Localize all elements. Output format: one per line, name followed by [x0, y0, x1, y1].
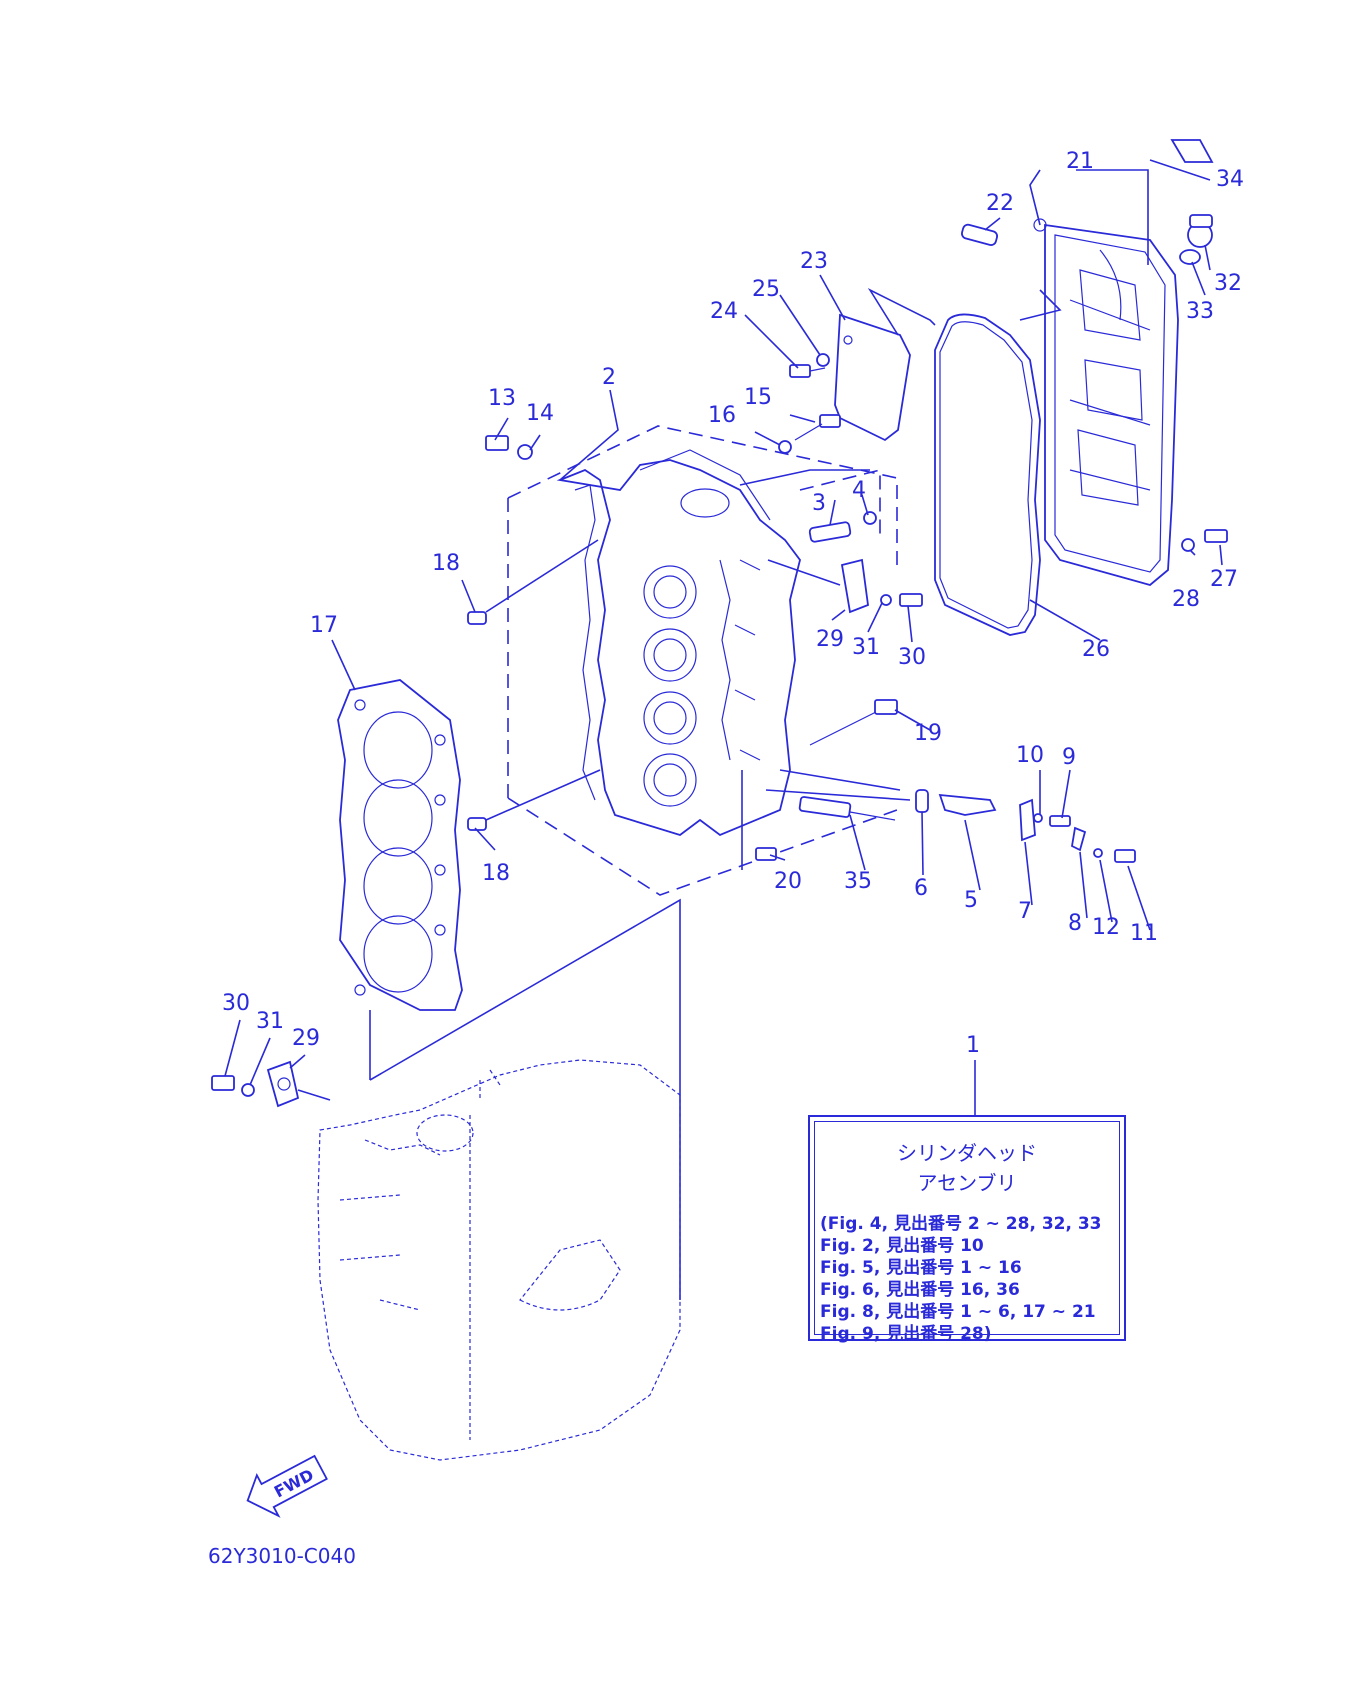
callout-24: 24 — [710, 299, 738, 324]
assembly-ref-row: (Fig. 4, 見出番号 2 ~ 28, 32, 33 — [820, 1214, 1102, 1234]
screw-9 — [1049, 815, 1071, 827]
pin-22 — [961, 223, 999, 246]
dowel-18-lower — [467, 817, 487, 831]
callout-32: 32 — [1214, 271, 1242, 296]
callout-19: 19 — [914, 721, 942, 746]
spark-plug-35 — [798, 796, 896, 821]
callout-27: 27 — [1210, 567, 1238, 592]
bolt-19 — [809, 699, 898, 746]
callout-15: 15 — [744, 385, 772, 410]
bolt-24 — [789, 364, 826, 378]
callout-1: 1 — [966, 1033, 980, 1058]
callout-18-lower: 18 — [482, 861, 510, 886]
cover-29 — [840, 558, 869, 614]
callout-7: 7 — [1018, 899, 1032, 924]
washer-12 — [1093, 848, 1103, 858]
assembly-ref-row: Fig. 8, 見出番号 1 ~ 6, 17 ~ 21 — [820, 1302, 1096, 1322]
label-34 — [1170, 139, 1214, 163]
o-ring-4 — [863, 511, 877, 525]
callout-9: 9 — [1062, 745, 1076, 770]
assembly-note-inner-border — [814, 1121, 1120, 1335]
callout-6: 6 — [914, 876, 928, 901]
figure-code: 62Y3010-C040 — [208, 1544, 356, 1568]
gasket-6 — [915, 789, 929, 813]
washer-10 — [1033, 813, 1043, 823]
cylinder-head-enclosure — [507, 425, 898, 896]
callout-12: 12 — [1092, 915, 1120, 940]
callout-4: 4 — [852, 478, 866, 503]
washer-31 — [880, 594, 892, 606]
shaft-5 — [938, 793, 997, 816]
assembly-note-box: シリンダヘッド アセンブリ (Fig. 4, 見出番号 2 ~ 28, 32, … — [808, 1115, 1126, 1344]
callout-10: 10 — [1016, 743, 1044, 768]
o-ring-33 — [1179, 249, 1201, 265]
fitting-3 — [808, 521, 852, 543]
callout-30-upper: 30 — [898, 645, 926, 670]
cylinder-head-2 — [556, 449, 801, 837]
washer-16 — [778, 440, 792, 454]
callout-11: 11 — [1130, 921, 1158, 946]
callout-8: 8 — [1068, 911, 1082, 936]
callout-29-lower: 29 — [292, 1026, 320, 1051]
callout-31-upper: 31 — [852, 635, 880, 660]
callout-29-upper: 29 — [816, 627, 844, 652]
engine-block — [317, 1059, 681, 1461]
callout-34: 34 — [1216, 167, 1244, 192]
dowel-18-upper — [467, 611, 487, 625]
assembly-ref-row: Fig. 2, 見出番号 10 — [820, 1236, 984, 1256]
callout-13: 13 — [488, 386, 516, 411]
callout-28: 28 — [1172, 587, 1200, 612]
plug-32 — [1187, 214, 1213, 248]
callout-22: 22 — [986, 191, 1014, 216]
assembly-ref-row: Fig. 9, 見出番号 28) — [820, 1324, 992, 1344]
assembly-ref-row: Fig. 5, 見出番号 1 ~ 16 — [820, 1258, 1022, 1278]
bolt-27 — [1204, 529, 1228, 543]
head-gasket-17 — [337, 679, 463, 1011]
washer-25 — [816, 353, 830, 367]
callout-5: 5 — [964, 888, 978, 913]
callout-3: 3 — [812, 491, 826, 516]
gasket-26 — [934, 313, 1041, 636]
callout-16: 16 — [708, 403, 736, 428]
callout-30-lower: 30 — [222, 991, 250, 1016]
callout-25: 25 — [752, 277, 780, 302]
callout-35: 35 — [844, 869, 872, 894]
washer-28 — [1181, 538, 1195, 552]
fwd-arrow: FWD — [246, 1454, 328, 1518]
plate-23 — [834, 313, 911, 442]
assembly-title-line1: シリンダヘッド — [897, 1141, 1037, 1165]
callout-2: 2 — [602, 365, 616, 390]
washer-14 — [517, 444, 533, 460]
callout-26: 26 — [1082, 637, 1110, 662]
assembly-title-line2: アセンブリ — [917, 1171, 1017, 1195]
callout-14: 14 — [526, 401, 554, 426]
clip-8 — [1071, 826, 1087, 852]
bolt-20 — [755, 847, 777, 861]
bolt-15 — [794, 414, 841, 441]
bolt-30-lower — [211, 1075, 235, 1091]
bolt-11 — [1114, 849, 1136, 863]
callout-33: 33 — [1186, 299, 1214, 324]
lever-7 — [1019, 798, 1036, 842]
valve-cover-21 — [1033, 218, 1179, 586]
callout-23: 23 — [800, 249, 828, 274]
bolt-30 — [899, 593, 923, 607]
callout-18-upper: 18 — [432, 551, 460, 576]
callout-21: 21 — [1066, 149, 1094, 174]
callout-17: 17 — [310, 613, 338, 638]
callout-31-lower: 31 — [256, 1009, 284, 1034]
callout-20: 20 — [774, 869, 802, 894]
washer-31-lower — [241, 1083, 255, 1097]
assembly-ref-row: Fig. 6, 見出番号 16, 36 — [820, 1280, 1020, 1300]
leader-lines — [224, 159, 1223, 1300]
cover-29-lower — [266, 1060, 300, 1108]
callout-numbers: 1 2 3 4 5 6 7 8 9 10 11 12 13 14 15 16 1… — [222, 149, 1244, 1058]
